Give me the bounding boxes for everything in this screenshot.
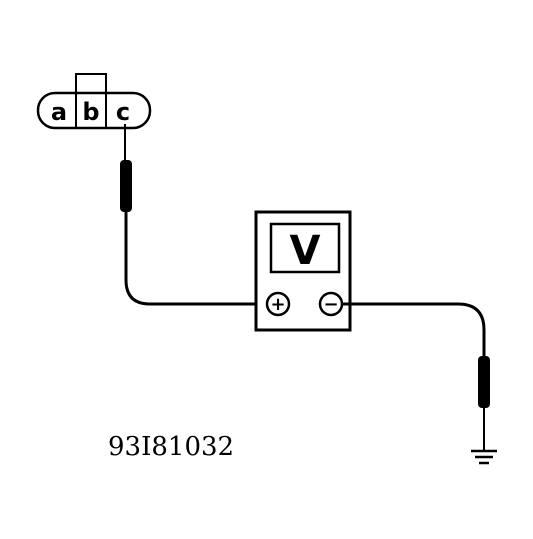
negative-test-lead (342, 302, 490, 450)
figure-id: 93I81032 (108, 432, 234, 462)
positive-test-lead (120, 124, 268, 306)
connector-pin-a: a (51, 98, 67, 126)
connector: a b c (36, 73, 152, 130)
positive-terminal (265, 291, 291, 317)
connector-pin-b: b (82, 98, 99, 126)
connector-body (36, 91, 152, 130)
voltmeter: V + − (254, 210, 352, 332)
negative-terminal-label: − (323, 294, 338, 315)
voltmeter-display (269, 222, 341, 274)
ground-symbol-icon (471, 449, 497, 465)
positive-terminal-label: + (270, 294, 285, 315)
test-probe-icon (478, 356, 490, 408)
voltmeter-symbol: V (290, 228, 321, 274)
connector-pin-c: c (116, 98, 130, 126)
connector-lock-tab (75, 73, 107, 95)
test-probe-icon (120, 160, 132, 212)
